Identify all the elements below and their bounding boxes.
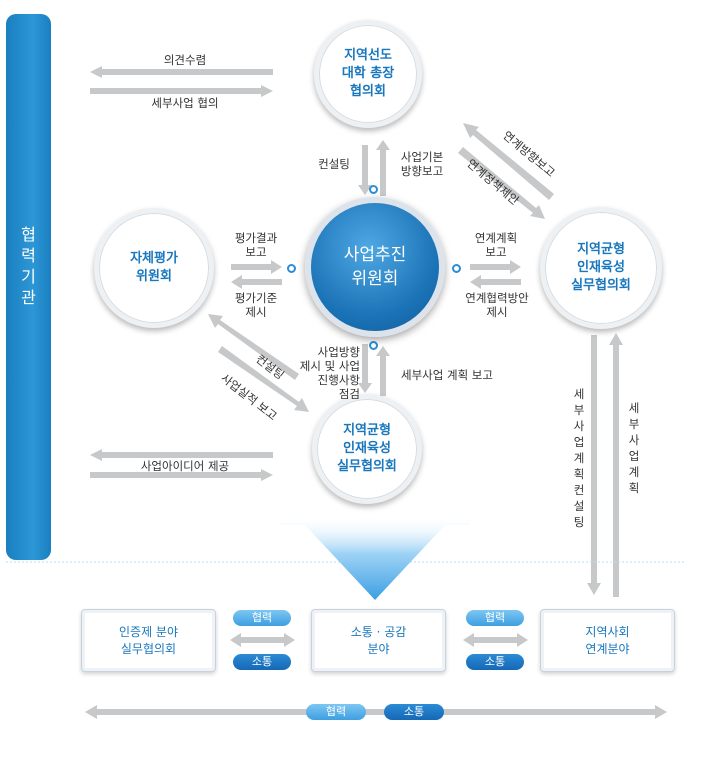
label-opinion: 의견수렴 bbox=[163, 53, 207, 67]
sidebar-cooperating-institutions bbox=[6, 14, 51, 560]
badge-cooperation-2: 협력 bbox=[466, 610, 524, 626]
arrow-idea-left bbox=[90, 449, 273, 461]
arrow-opinion bbox=[90, 66, 273, 78]
label-idea: 사업아이디어 제공 bbox=[140, 459, 230, 473]
funnel-arrow bbox=[280, 515, 470, 600]
arrow-consulting-down bbox=[358, 145, 372, 195]
node-working-council-bottom: 지역균형 인재육성 실무협의회 bbox=[312, 394, 422, 504]
arrow-link-plan bbox=[470, 260, 521, 274]
badge-communication-2: 소통 bbox=[466, 654, 524, 670]
arrow-coop-plan bbox=[470, 275, 521, 289]
node-steering-committee: 사업추진 위원회 bbox=[305, 197, 445, 337]
connector-dot-left bbox=[287, 264, 296, 273]
arrow-idea-right bbox=[90, 469, 273, 481]
arrow-bottom-long bbox=[85, 705, 667, 719]
label-detail-consult: 세부사업 협의 bbox=[151, 96, 219, 110]
label-eval-result: 평가결과 보고 bbox=[234, 231, 278, 259]
box-certification-council: 인증제 분야 실무협의회 bbox=[81, 609, 216, 672]
arrow-basic-up bbox=[376, 140, 390, 196]
badge-cooperation-3: 협력 bbox=[306, 704, 366, 720]
arrow-link-policy bbox=[458, 147, 545, 219]
node-self-evaluation: 자체평가 위원회 bbox=[94, 208, 214, 328]
arrow-detail-consult bbox=[90, 85, 273, 97]
arrow-eval-result bbox=[231, 260, 282, 274]
node-presidents-council: 지역선도 대학 총장 협의회 bbox=[314, 20, 422, 128]
arrow-plan-up bbox=[376, 346, 390, 396]
label-coop-plan: 연계협력방안 제시 bbox=[465, 291, 529, 319]
arrow-direction-down bbox=[358, 344, 372, 393]
arrow-box12 bbox=[230, 633, 295, 647]
label-v-plan: 세부사업계획 bbox=[628, 401, 640, 495]
connector-dot-bottom bbox=[369, 341, 378, 350]
box-community-link: 지역사회 연계분야 bbox=[540, 609, 675, 672]
connector-dot-right bbox=[452, 264, 461, 273]
arrow-consulting-diag bbox=[218, 346, 309, 412]
arrow-v-plan-up bbox=[609, 333, 623, 597]
label-consulting-top: 컨설팅 bbox=[318, 157, 350, 171]
badge-cooperation-1: 협력 bbox=[233, 610, 291, 626]
label-basic-direction: 사업기본 방향보고 bbox=[400, 150, 444, 178]
arrow-performance-diag bbox=[208, 314, 299, 380]
badge-communication-3: 소통 bbox=[384, 704, 444, 720]
label-plan-report: 세부사업 계획 보고 bbox=[401, 368, 493, 382]
badge-communication-1: 소통 bbox=[233, 654, 291, 670]
box-communication-empathy: 소통 · 공감 분야 bbox=[311, 609, 446, 672]
label-eval-criteria: 평가기준 제시 bbox=[234, 291, 278, 319]
label-v-consult: 세부사업계획컨설팅 bbox=[573, 387, 585, 529]
connector-dot-top bbox=[369, 185, 378, 194]
label-direction-present: 사업방향 제시 및 사업 진행사항 점검 bbox=[299, 345, 360, 401]
arrow-v-consult-down bbox=[587, 335, 601, 595]
arrow-eval-criteria bbox=[231, 275, 282, 289]
label-link-plan: 연계계획 보고 bbox=[474, 231, 518, 259]
sidebar-label: 협 력 기 관 bbox=[21, 225, 36, 307]
arrow-link-report bbox=[463, 123, 554, 200]
node-working-council-right: 지역균형 인재육성 실무협의회 bbox=[540, 207, 662, 329]
arrow-box23 bbox=[463, 633, 528, 647]
